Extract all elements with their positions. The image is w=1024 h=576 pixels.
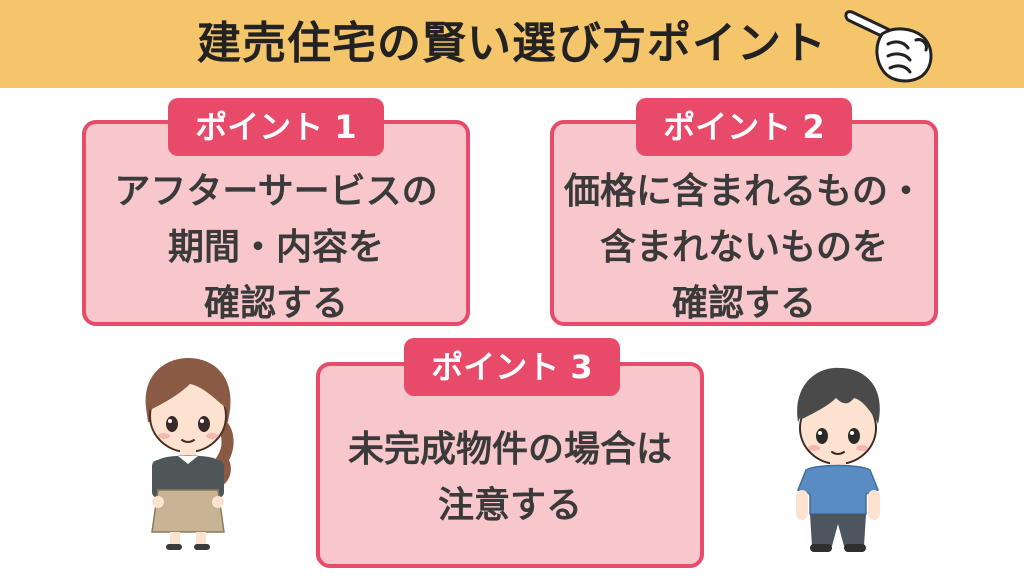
- point-card-3: 未完成物件の場合は 注意する: [316, 362, 704, 568]
- point-tag-1: ポイント 1: [168, 98, 384, 156]
- woman-illustration: [145, 358, 234, 550]
- point-card-3-text: 未完成物件の場合は 注意する: [320, 422, 700, 534]
- point-1-line-3: 確認する: [203, 283, 348, 324]
- point-3-line-1: 未完成物件の場合は: [347, 429, 672, 470]
- point-card-2-text: 価格に含まれるもの・ 含まれないものを 確認する: [554, 164, 934, 332]
- point-2-line-2: 含まれないものを: [599, 227, 888, 268]
- point-2-line-3: 確認する: [671, 283, 816, 324]
- point-2-line-1: 価格に含まれるもの・: [563, 171, 924, 212]
- point-tag-3: ポイント 3: [404, 338, 620, 396]
- point-1-line-1: アフターサービスの: [114, 171, 438, 212]
- point-card-1-text: アフターサービスの 期間・内容を 確認する: [86, 164, 466, 332]
- header-banner: 建売住宅の賢い選び方ポイント: [0, 0, 1024, 88]
- point-tag-2: ポイント 2: [636, 98, 852, 156]
- point-1-line-2: 期間・内容を: [167, 227, 384, 268]
- page-title: 建売住宅の賢い選び方ポイント: [197, 18, 827, 69]
- pointing-hand-icon: [844, 10, 933, 83]
- point-3-line-2: 注意する: [437, 485, 582, 526]
- man-illustration: [796, 367, 880, 552]
